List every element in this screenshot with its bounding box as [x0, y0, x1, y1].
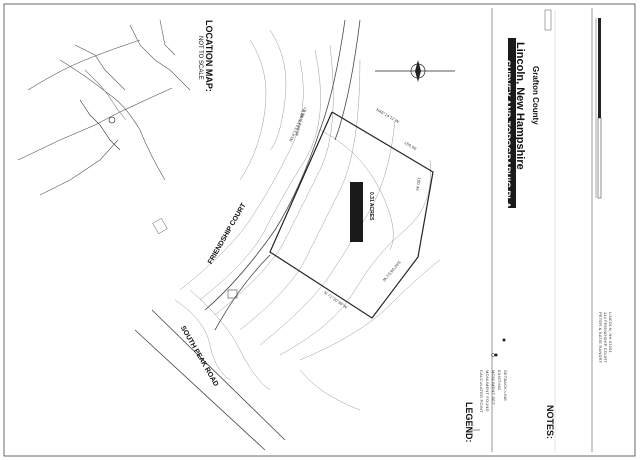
- legend-item-existing: EXISTING: [497, 370, 502, 391]
- legend-title: LEGEND:: [464, 402, 474, 443]
- location-map: [17, 19, 191, 196]
- legend-item-monument-found: MONUMENT FOUND: [485, 370, 490, 412]
- redaction-box: [350, 182, 363, 242]
- property-boundary: [269, 111, 434, 319]
- title-county: Grafton County: [531, 66, 540, 125]
- legend-item-monument-set: MONUMENT SET: [491, 370, 496, 405]
- location-map-subtitle: NOT TO SCALE: [197, 36, 203, 80]
- south-peak-road: [134, 309, 286, 451]
- location-map-title: LOCATION MAP:: [204, 20, 214, 92]
- title-doc-type: SURVEY AND TOPOGRAPHIC PLAN FOR: [502, 60, 512, 236]
- shed: [227, 289, 238, 299]
- legend-item-setback: SETBACK LINE: [503, 370, 508, 402]
- neighbor-house: [152, 217, 168, 235]
- north-arrow-icon: [375, 60, 455, 82]
- sheet-border: [3, 3, 636, 457]
- notes-title: NOTES:: [545, 405, 555, 440]
- legend-item-calculated: CALCULATED POINT: [479, 370, 484, 413]
- title-block: [491, 8, 602, 452]
- contours: [174, 29, 441, 411]
- parcel-area: 0.31 ACRES: [368, 192, 374, 221]
- owner-line-3: LINCOLN, NH 03251: [608, 312, 613, 353]
- title-town: Lincoln, New Hampshire: [514, 42, 526, 170]
- doc-type-text: SURVEY AND TOPOGRAPHIC PLAN FOR: [502, 60, 512, 237]
- friendship-court-road: [204, 19, 361, 331]
- legend-symbols: [470, 338, 506, 431]
